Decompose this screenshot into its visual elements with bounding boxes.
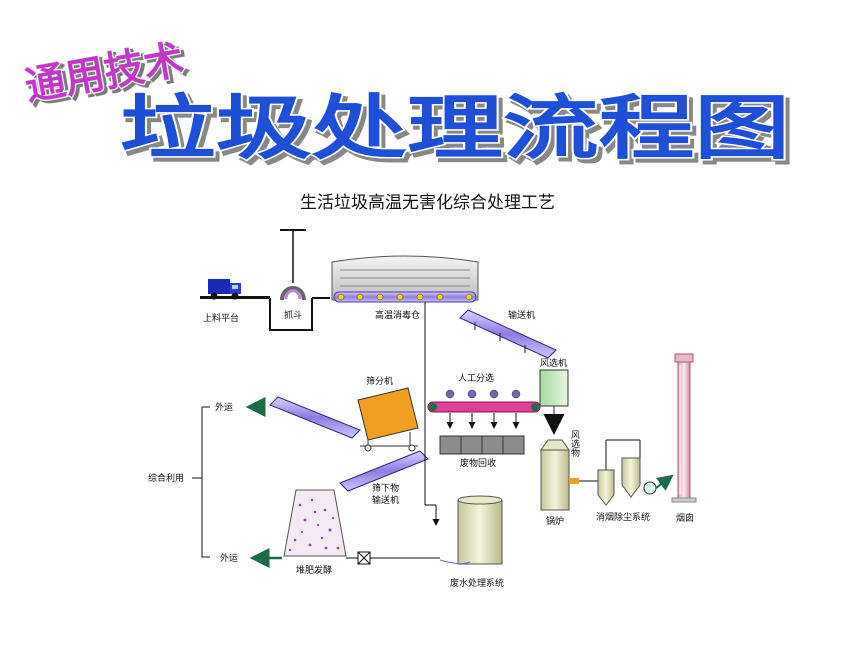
header: 通用技术 垃圾处理流程图 (20, 36, 791, 171)
drain-line (424, 302, 440, 526)
label-grab: 抓斗 (284, 309, 302, 321)
label-flue-gas-dedusting: 消烟除尘系统 (596, 511, 650, 523)
label-transport-out-bottom: 外运 (220, 552, 238, 564)
recycling-bins (439, 435, 525, 455)
label-compost-fermentation: 堆肥发酵 (296, 564, 332, 576)
truck-icon (208, 279, 241, 300)
label-wastewater-system: 废水处理系统 (450, 577, 504, 589)
comprehensive-use-bracket (192, 406, 210, 558)
screener (357, 387, 419, 452)
label-fan-separator: 风选机 (540, 357, 567, 369)
page-title: 垃圾处理流程图 (120, 87, 790, 169)
valve-line (346, 551, 440, 565)
label-wind-selected: 风选物 (569, 430, 580, 458)
boiler (540, 414, 600, 511)
undersize-conveyor (339, 450, 429, 492)
fan-separator (539, 369, 569, 418)
label-chimney: 烟囱 (676, 512, 694, 524)
label-conveyor-top: 输送机 (508, 309, 535, 321)
label-transport-out-top: 外运 (215, 401, 233, 413)
label-undersize-line1: 筛下物 (372, 482, 399, 494)
label-undersize-line2: 输送机 (372, 494, 399, 506)
label-screener: 筛分机 (366, 375, 393, 387)
label-manual-sorting: 人工分选 (458, 372, 494, 384)
label-comprehensive-use: 综合利用 (148, 472, 184, 484)
label-waste-recycling: 废物回收 (460, 457, 496, 469)
sterilization-chamber (331, 255, 479, 303)
label-sterilization-chamber: 高温消毒仓 (375, 309, 420, 321)
diagram-caption: 生活垃圾高温无害化综合处理工艺 (300, 193, 555, 213)
loading-platform (200, 296, 330, 331)
wastewater-tank (439, 495, 503, 565)
label-boiler: 锅炉 (546, 515, 564, 527)
grab-crane (280, 229, 306, 301)
compost-pile (283, 489, 347, 557)
conveyor-out-top (269, 396, 361, 439)
flue-gas-dedusting (597, 439, 674, 506)
label-loading-platform: 上料平台 (203, 312, 239, 324)
chimney (671, 353, 697, 503)
conveyor-top (459, 309, 557, 359)
manual-sorting-belt (427, 389, 541, 429)
